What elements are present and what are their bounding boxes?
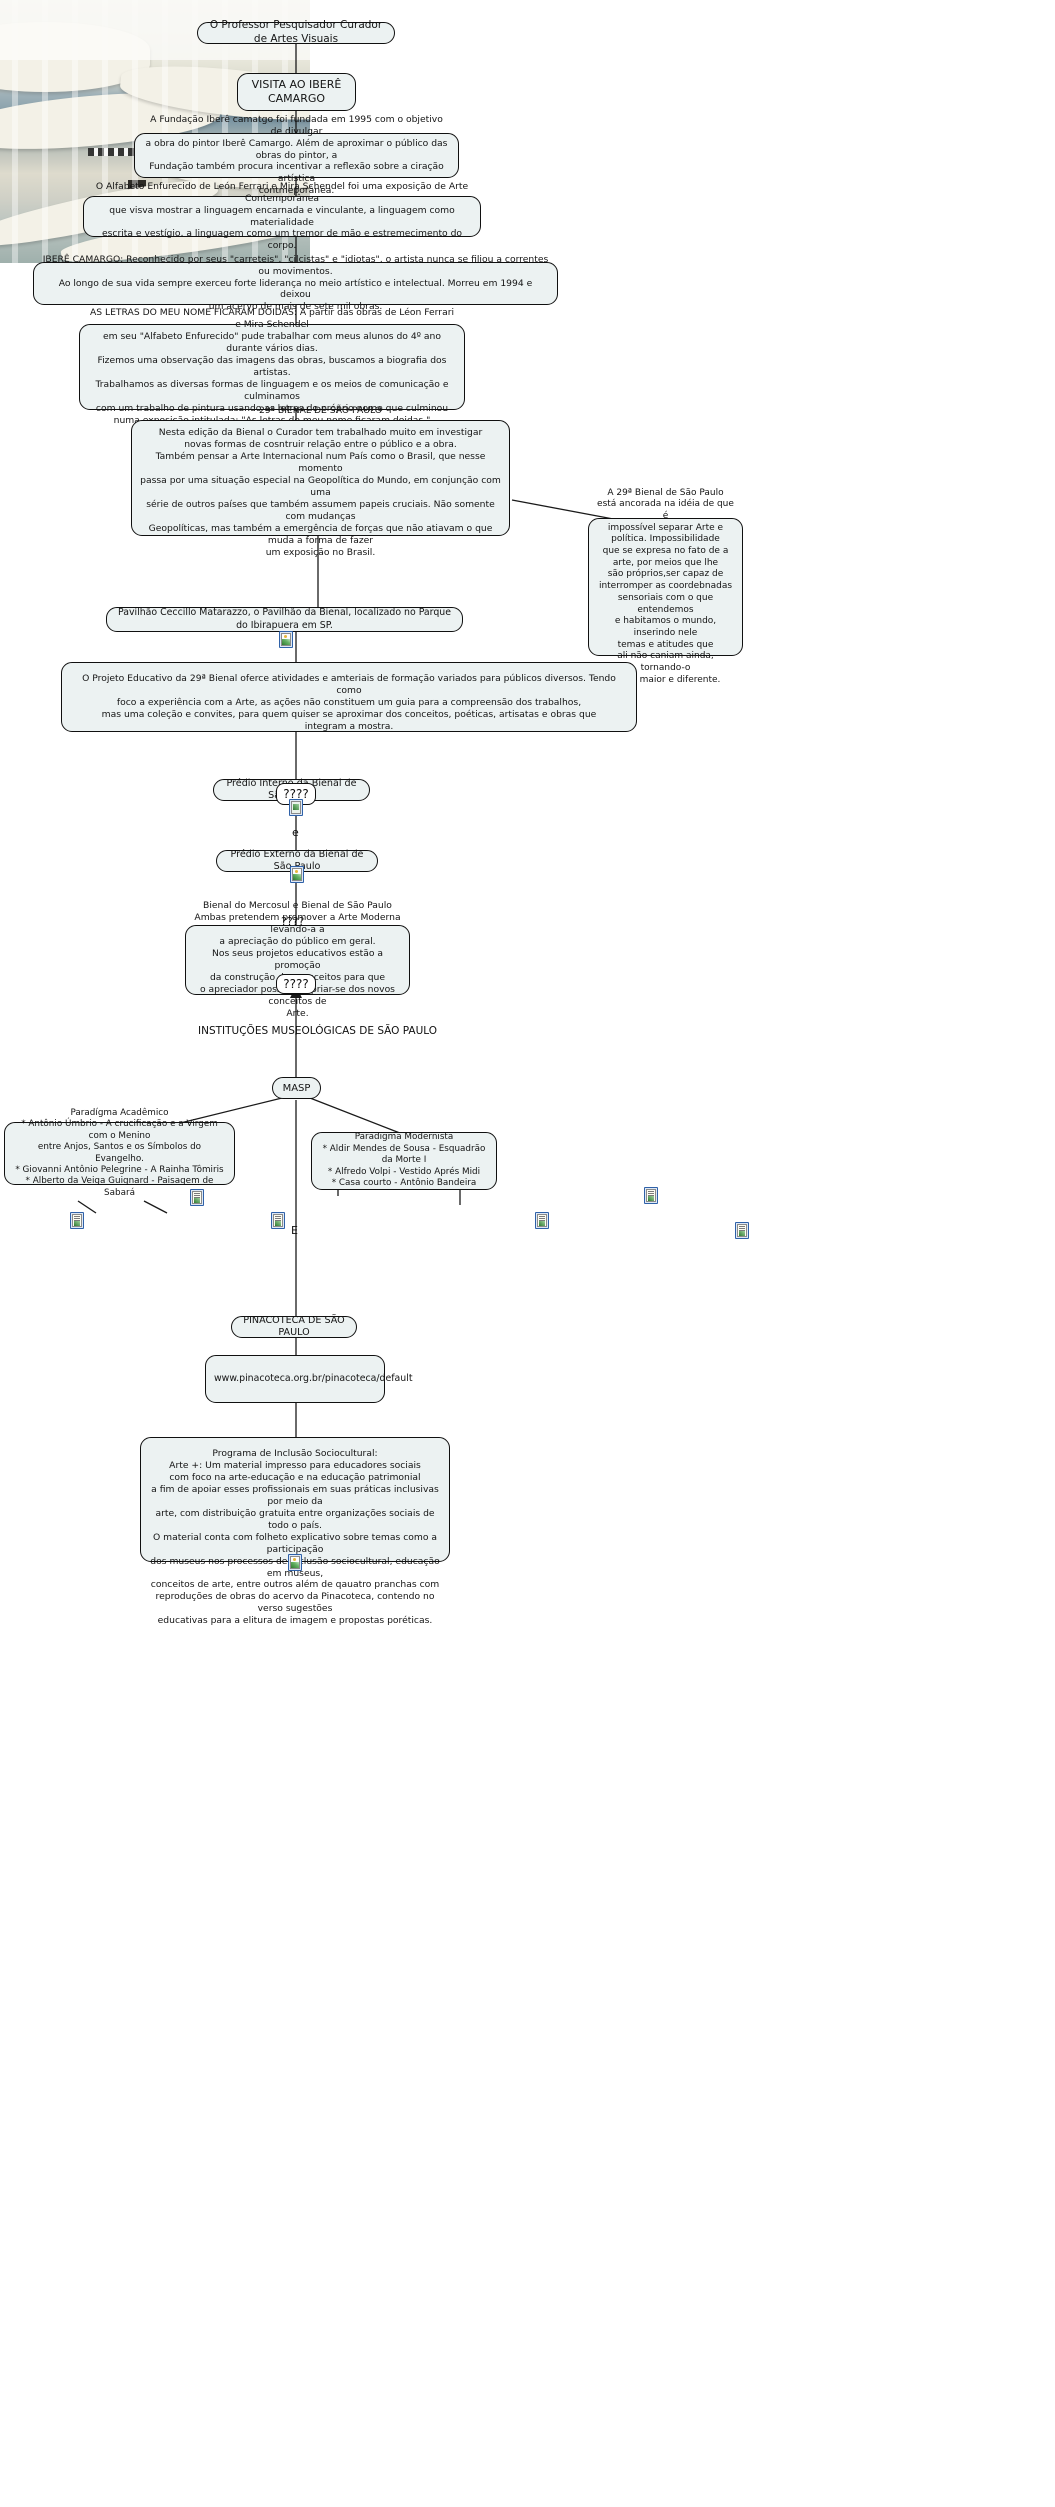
node-bienal-29-title: 29ª BIENAL DE SÃO PAULO <box>258 405 383 417</box>
node-paradigma-modernista-label: Paradigma Modernista * Aldir Mendes de S… <box>322 1132 486 1189</box>
attachment-document-icon-academico-right[interactable] <box>271 1212 285 1229</box>
node-projeto-educativo-label: O Projeto Educativo da 29ª Bienal oferce… <box>82 673 616 732</box>
attachment-document-icon-modernista-center[interactable] <box>644 1187 658 1204</box>
node-ibere-camargo[interactable]: IBERÊ CAMARGO: Reconhecido por seus "car… <box>33 254 558 312</box>
node-bienal-ancorada-label: A 29ª Bienal de São Paulo está ancorada … <box>597 487 734 685</box>
attachment-picture-icon-programa[interactable] <box>288 1554 302 1571</box>
node-projeto-educativo[interactable]: O Projeto Educativo da 29ª Bienal oferce… <box>61 662 637 732</box>
link-label-e-2: E <box>291 1224 298 1237</box>
node-predio-externo-label: Prédio Externo da Bienal de São Paulo <box>230 848 364 872</box>
node-professor-curador-label: O Professor Pesquisador Curador de Artes… <box>209 19 383 45</box>
link-label-unknown-1-text: ???? <box>283 787 309 801</box>
node-alfabeto-enfurecido[interactable]: O Alfabeto Enfurecido de León Ferrari e … <box>83 181 481 251</box>
node-bienal-mercosul-label: Bienal do Mercosul e Bienal de São Paulo… <box>194 900 401 1019</box>
node-masp[interactable]: MASP <box>272 1077 321 1099</box>
attachment-picture-icon-pavilhao[interactable] <box>279 631 293 648</box>
node-programa-inclusao[interactable]: Programa de Inclusão Sociocultural: Arte… <box>140 1437 450 1626</box>
node-pinacoteca-url-label: www.pinacoteca.org.br/pinacoteca/default <box>214 1372 413 1384</box>
attachment-picture-icon-predio-externo[interactable] <box>290 866 304 883</box>
link-label-unknown-2: ???? <box>281 915 305 928</box>
node-paradigma-academico[interactable]: Paradígma Acadêmico * Antônio Úmbrio - A… <box>4 1108 235 1198</box>
attachment-document-icon-academico-left[interactable] <box>70 1212 84 1229</box>
attachment-document-icon-academico-center[interactable] <box>190 1189 204 1206</box>
node-fundacao-ibere[interactable]: A Fundação Iberê camatgo foi fundada em … <box>134 114 459 196</box>
node-visita-ibere-label: VISITA AO IBERÊ CAMARGO <box>251 77 342 105</box>
node-predio-externo[interactable]: Prédio Externo da Bienal de São Paulo <box>216 848 378 872</box>
node-pinacoteca-url[interactable]: www.pinacoteca.org.br/pinacoteca/default <box>205 1355 413 1403</box>
node-paradigma-modernista[interactable]: Paradigma Modernista * Aldir Mendes de S… <box>311 1132 497 1190</box>
node-visita-ibere[interactable]: VISITA AO IBERÊ CAMARGO <box>237 73 356 111</box>
link-label-unknown-3[interactable]: ???? <box>276 974 316 994</box>
node-programa-inclusao-label: Programa de Inclusão Sociocultural: Arte… <box>150 1448 440 1627</box>
attachment-document-icon-modernista-left[interactable] <box>535 1212 549 1229</box>
node-pinacoteca[interactable]: PINACOTECA DE SÃO PAULO <box>231 1314 357 1338</box>
link-label-e-1: e <box>292 826 299 839</box>
attachment-document-icon-modernista-right[interactable] <box>735 1222 749 1239</box>
node-professor-curador[interactable]: O Professor Pesquisador Curador de Artes… <box>197 19 395 45</box>
link-label-unknown-1[interactable]: ???? <box>276 783 316 805</box>
node-ibere-camargo-label: IBERÊ CAMARGO: Reconhecido por seus "car… <box>42 253 549 313</box>
node-instituicoes-museologicas: INSTITUÇÕES MUSEOLÓGICAS DE SÃO PAULO <box>198 1025 438 1037</box>
node-as-letras-label: AS LETRAS DO MEU NOME FICARAM DOIDAS: A … <box>89 307 455 426</box>
attachment-monitor-icon-predio-interno[interactable] <box>289 799 303 816</box>
link-label-unknown-3-text: ???? <box>283 977 309 991</box>
node-as-letras[interactable]: AS LETRAS DO MEU NOME FICARAM DOIDAS: A … <box>79 307 465 426</box>
node-fundacao-ibere-label: A Fundação Iberê camatgo foi fundada em … <box>145 113 448 197</box>
node-bienal-29-body: Nesta edição da Bienal o Curador tem tra… <box>140 427 501 558</box>
node-paradigma-academico-label: Paradígma Acadêmico * Antônio Úmbrio - A… <box>15 1107 224 1198</box>
node-bienal-ancorada[interactable]: A 29ª Bienal de São Paulo está ancorada … <box>588 488 743 685</box>
node-masp-label: MASP <box>282 1082 311 1094</box>
node-pavilhao-matarazzo[interactable]: Pavilhão Ceccillo Matarazzo, o Pavilhão … <box>106 607 463 632</box>
node-pavilhao-matarazzo-label: Pavilhão Ceccillo Matarazzo, o Pavilhão … <box>117 607 452 631</box>
node-alfabeto-enfurecido-label: O Alfabeto Enfurecido de León Ferrari e … <box>95 180 469 252</box>
node-bienal-29[interactable]: 29ª BIENAL DE SÃO PAULO Nesta edição da … <box>131 405 510 558</box>
node-pinacoteca-label: PINACOTECA DE SÃO PAULO <box>243 1314 345 1338</box>
